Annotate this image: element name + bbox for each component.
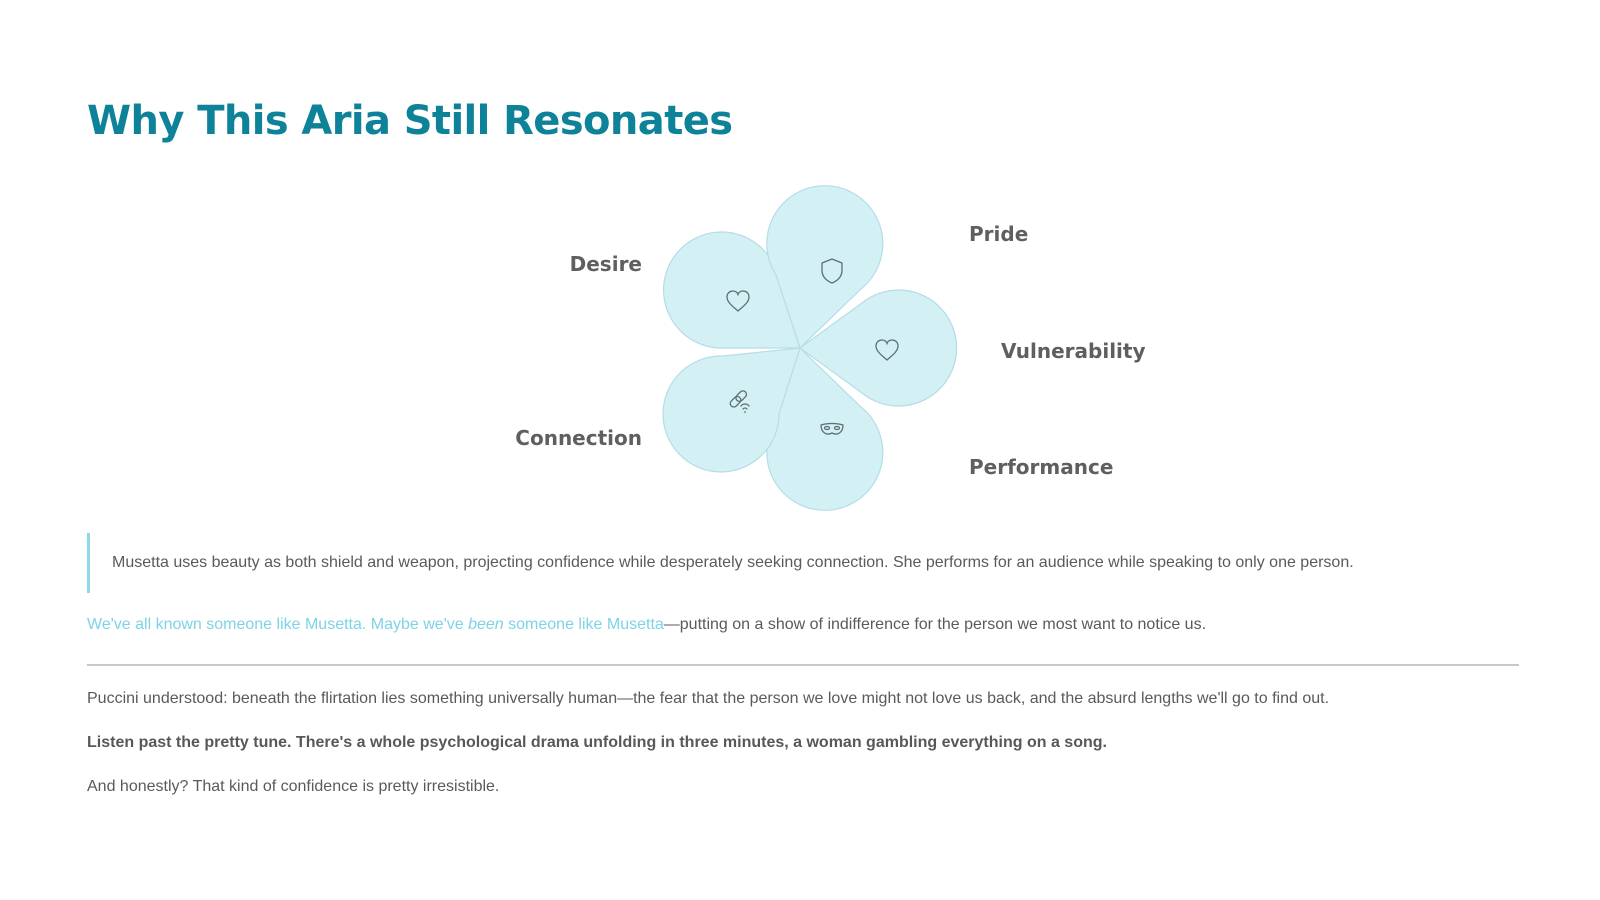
petal-label-connection: Connection <box>515 426 642 450</box>
paragraph-listen: Listen past the pretty tune. There's a w… <box>87 734 1107 751</box>
petal-label-performance: Performance <box>969 455 1113 479</box>
paragraph-closing: And honestly? That kind of confidence is… <box>87 778 500 795</box>
highlight-text-b: someone like Musetta <box>503 616 664 633</box>
heart-icon <box>726 290 750 312</box>
mask-icon <box>820 422 844 435</box>
petal-label-vulnerability: Vulnerability <box>1001 339 1146 363</box>
petal-desire <box>662 231 801 349</box>
page-title: Why This Aria Still Resonates <box>87 98 733 144</box>
petal-vulnerability <box>798 289 958 407</box>
petal-performance <box>766 346 884 511</box>
shield-icon <box>821 258 843 284</box>
highlight-text-a: We've all known someone like Musetta. Ma… <box>87 616 469 633</box>
section-divider <box>87 664 1519 666</box>
petal-pride <box>766 185 884 350</box>
callout-quote: Musetta uses beauty as both shield and w… <box>87 533 1487 593</box>
highlight-text-emphasis: been <box>468 616 504 633</box>
paragraph-puccini: Puccini understood: beneath the flirtati… <box>87 690 1330 707</box>
petal-connection <box>662 347 801 473</box>
heart-outline-icon <box>875 339 899 361</box>
paragraph-musetta: We've all known someone like Musetta. Ma… <box>87 614 1206 636</box>
petal-label-desire: Desire <box>570 252 642 276</box>
petal-label-pride: Pride <box>969 222 1028 246</box>
paragraph-rest: —putting on a show of indifference for t… <box>663 616 1207 633</box>
callout-text: Musetta uses beauty as both shield and w… <box>112 554 1354 571</box>
link-signal-icon <box>729 390 750 413</box>
